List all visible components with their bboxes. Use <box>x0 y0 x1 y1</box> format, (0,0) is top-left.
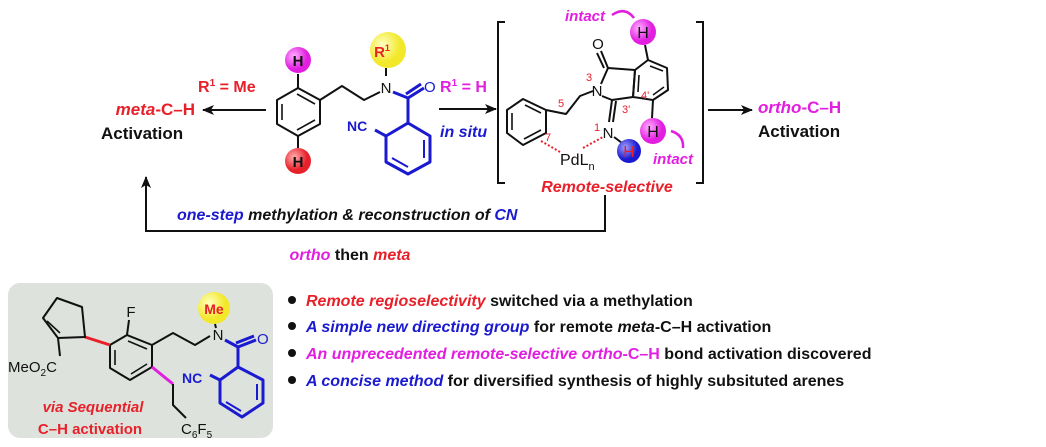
intermediate-brackets <box>497 21 704 184</box>
loop-arrow <box>141 176 606 232</box>
bullet-icon <box>288 296 296 304</box>
bullet-icon <box>288 349 296 357</box>
svg-text:H: H <box>623 144 635 161</box>
svg-text:3': 3' <box>622 104 630 116</box>
svg-text:R1: R1 <box>374 43 390 61</box>
substrate-molecule: H H R1 N O NC <box>276 32 436 176</box>
bullet-icon <box>288 376 296 384</box>
bullet-icon <box>288 322 296 330</box>
svg-text:via Sequential: via Sequential <box>43 399 145 416</box>
activation-label-left: Activation <box>101 124 183 143</box>
svg-text:Me: Me <box>204 301 224 317</box>
svg-text:H: H <box>293 154 304 171</box>
svg-text:3: 3 <box>586 72 592 84</box>
pdln-label: PdLn <box>560 152 595 173</box>
bullet-item: Remote regioselectivity switched via a m… <box>306 293 693 310</box>
svg-text:F: F <box>126 304 135 321</box>
in-situ-label: in situ <box>440 124 487 141</box>
meta-h-highlight <box>285 148 311 174</box>
svg-text:O: O <box>257 331 269 348</box>
c6f5-label: C6F5 <box>181 421 213 441</box>
remote-selective-label: Remote-selective <box>541 179 673 196</box>
left-condition: R1 = Me <box>198 78 256 96</box>
svg-text:N: N <box>381 80 392 97</box>
meta-ch-label: meta-C–H <box>116 100 195 119</box>
svg-text:H: H <box>647 124 659 141</box>
svg-text:O: O <box>592 36 604 53</box>
svg-text:H: H <box>637 25 649 42</box>
bullet-item: A concise method for diversified synthes… <box>305 373 844 390</box>
svg-text:4': 4' <box>641 90 649 102</box>
ortho-h-highlight <box>285 47 311 73</box>
svg-text:7: 7 <box>545 132 551 144</box>
svg-text:intact: intact <box>653 151 694 168</box>
svg-text:C–H activation: C–H activation <box>38 421 142 438</box>
svg-text:1: 1 <box>594 122 600 134</box>
svg-text:intact: intact <box>565 8 606 25</box>
svg-text:NC: NC <box>182 370 202 386</box>
svg-text:N: N <box>603 125 614 142</box>
ortho-then-meta-label: ortho then meta <box>290 247 411 264</box>
svg-text:H: H <box>293 53 304 70</box>
right-condition: R1 = H <box>440 78 487 96</box>
svg-text:N: N <box>213 327 224 344</box>
svg-text:NC: NC <box>347 118 367 134</box>
svg-text:5: 5 <box>558 98 564 110</box>
palladacycle-intermediate: N O N H H H PdLn 3 5 7 1 4' 3' intact in… <box>506 8 694 196</box>
svg-text:N: N <box>592 83 603 100</box>
example-product-molecule: F MeO2C Me N O NC C6F5 via Sequential C–… <box>8 292 269 441</box>
bullet-item: An unprecedented remote-selective ortho-… <box>305 346 871 363</box>
bullet-list: Remote regioselectivity switched via a m… <box>288 293 871 390</box>
svg-text:O: O <box>424 79 436 96</box>
activation-label-right: Activation <box>758 122 840 141</box>
ortho-ch-label: ortho-C–H <box>758 98 841 117</box>
ester-label: MeO2C <box>8 359 57 379</box>
bullet-item: A simple new directing group for remote … <box>305 319 771 336</box>
loop-label: one-step methylation & reconstruction of… <box>177 207 518 224</box>
r1-highlight <box>370 32 406 68</box>
